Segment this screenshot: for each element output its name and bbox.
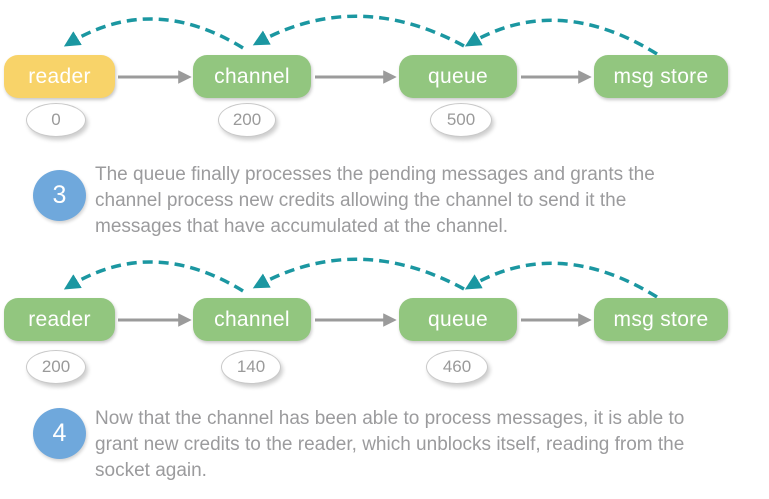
credit-arrow-channel-to-reader [63,17,244,50]
credit-arrow-queue-to-channel [252,257,465,291]
step-description: Now that the channel has been able to pr… [95,406,684,484]
node-queue: queue [399,55,517,98]
node-msg-store: msg store [594,55,728,98]
step-description: The queue finally processes the pending … [95,162,655,240]
credit-badge-reader: 0 [26,103,86,137]
text-line: socket again. [95,460,207,481]
diagram-1-arrows [63,14,658,84]
credit-arrow-queue-to-channel [252,14,465,48]
credit-badge-channel: 140 [221,350,281,384]
credit-badge-channel: 200 [218,103,276,137]
text-line: Now that the channel has been able to pr… [95,408,685,429]
node-msg-store: msg store [594,298,728,341]
credit-badge-reader: 200 [26,350,86,384]
text-line: channel process new credits allowing the… [95,190,627,211]
node-channel: channel [193,298,311,341]
node-queue: queue [399,298,517,341]
step-number-badge: 3 [33,170,86,221]
diagram-2-arrows [63,257,658,327]
credit-arrow-channel-to-reader [63,260,244,293]
text-line: messages that have accumulated at the ch… [95,216,508,237]
text-line: grant new credits to the reader, which u… [95,434,685,455]
step-number-badge: 4 [33,408,86,459]
node-reader: reader [4,298,115,341]
node-channel: channel [193,55,311,98]
credit-badge-queue: 460 [426,350,488,384]
credit-arrow-msgstore-to-queue [464,18,658,56]
text-line: The queue finally processes the pending … [95,164,655,185]
node-reader: reader [4,55,115,98]
credit-arrow-msgstore-to-queue [464,261,658,299]
credit-badge-queue: 500 [430,103,492,137]
